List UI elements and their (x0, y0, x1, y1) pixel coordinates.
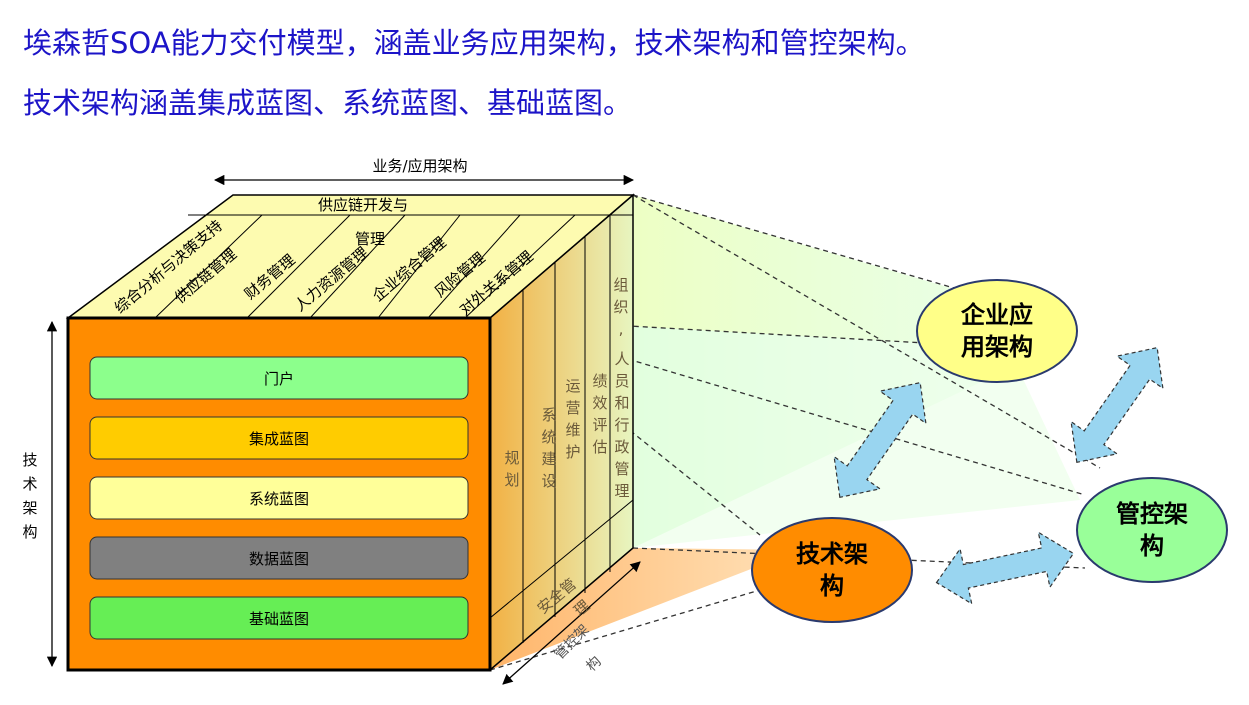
svg-text:护: 护 (565, 443, 580, 461)
layer-label: 基础蓝图 (249, 610, 309, 628)
svg-text:构: 构 (584, 654, 605, 675)
bottom-dimension-arrow (502, 561, 641, 685)
ellipse-governance (1076, 477, 1228, 583)
svg-text:企业应: 企业应 (961, 301, 1033, 329)
block-arrows (833, 346, 1164, 605)
svg-text:人: 人 (614, 350, 629, 368)
ellipse-governance-label: 管控架 构 (1116, 500, 1188, 560)
arrow-tech-enterprise (833, 381, 927, 499)
svg-text:构: 构 (1140, 532, 1164, 560)
svg-text:管理: 管理 (355, 230, 385, 248)
svg-text:行: 行 (614, 416, 629, 434)
svg-text:供应链开发与: 供应链开发与 (318, 196, 408, 214)
arrow-tech-governance (935, 531, 1075, 605)
layer-label: 集成蓝图 (249, 430, 309, 448)
heading-line-1: 埃森哲SOA能力交付模型，涵盖业务应用架构，技术架构和管控架构。 (23, 26, 925, 60)
ellipse-enterprise (916, 279, 1078, 383)
layer-label: 数据蓝图 (249, 550, 309, 568)
svg-text:理: 理 (614, 482, 629, 500)
svg-text:用架构: 用架构 (961, 333, 1033, 361)
layer-label: 系统蓝图 (249, 490, 309, 508)
top-label: 业务/应用架构 (372, 157, 467, 175)
svg-text:政: 政 (614, 438, 629, 456)
top-face-dividers (154, 214, 633, 319)
svg-text:估: 估 (592, 438, 607, 456)
svg-text:统: 统 (541, 428, 556, 446)
layer-infra (89, 596, 469, 640)
svg-text:织: 织 (613, 298, 628, 316)
svg-text:规: 规 (504, 449, 519, 467)
ellipse-tech (751, 517, 913, 623)
svg-text:绩: 绩 (592, 372, 607, 390)
svg-text:评: 评 (592, 416, 607, 434)
svg-text:技: 技 (22, 451, 37, 469)
svg-text:员: 员 (614, 372, 629, 390)
heading-line-2: 技术架构涵盖集成蓝图、系统蓝图、基础蓝图。 (23, 86, 633, 120)
svg-text:划: 划 (504, 471, 519, 489)
svg-text:系: 系 (541, 406, 556, 424)
svg-text:建: 建 (541, 450, 556, 468)
svg-text:和: 和 (614, 394, 629, 412)
svg-text:管: 管 (614, 460, 629, 478)
layer-portal (89, 356, 469, 400)
svg-text:技术架: 技术架 (796, 540, 868, 568)
svg-text:构: 构 (22, 523, 37, 541)
svg-text:运: 运 (565, 377, 580, 395)
svg-text:设: 设 (541, 472, 556, 490)
svg-text:构: 构 (820, 572, 844, 600)
svg-text:术: 术 (22, 475, 37, 493)
layer-system (89, 476, 469, 520)
arrow-enterprise-governance (1070, 346, 1164, 464)
ellipse-enterprise-label: 企业应 用架构 (961, 301, 1033, 361)
left-label: 技 术 架 构 (22, 451, 37, 541)
layer-data (89, 536, 469, 580)
ellipse-tech-label: 技术架 构 (796, 540, 868, 600)
layer-label: 门户 (264, 370, 294, 388)
svg-text:组: 组 (613, 276, 628, 294)
svg-text:维: 维 (565, 421, 580, 439)
svg-text:管控架: 管控架 (1116, 500, 1188, 528)
svg-text:效: 效 (592, 394, 607, 412)
layer-integration (89, 416, 469, 460)
svg-text:营: 营 (565, 399, 580, 417)
svg-text:,: , (619, 320, 624, 338)
svg-text:架: 架 (22, 499, 37, 517)
